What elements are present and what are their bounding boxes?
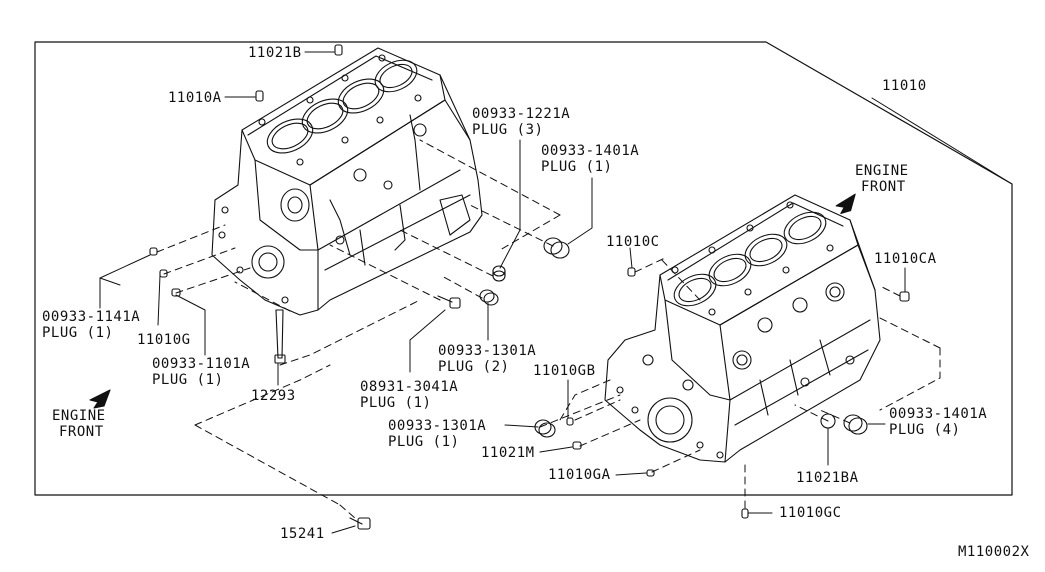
part-description: PLUG (1)	[360, 395, 432, 411]
engine-front-line2: FRONT	[59, 424, 104, 440]
engine-front-line1: ENGINE	[52, 408, 106, 424]
label-00933-1141a: 00933-1141A PLUG (1)	[42, 309, 140, 341]
part-number: 11010G	[137, 332, 191, 348]
engine-front-arrow-left	[89, 389, 111, 409]
frame-outline	[34, 41, 1013, 496]
label-12293: 12293	[251, 388, 296, 404]
part-description: PLUG (1)	[541, 159, 613, 175]
label-11021m: 11021M	[481, 445, 535, 461]
part-number: 11021M	[481, 445, 535, 461]
part-number: 00933-1101A	[152, 356, 251, 372]
part-number: 11010GC	[779, 505, 842, 521]
diagram-code: M110002X	[958, 544, 1029, 560]
leader-lines	[99, 51, 1013, 534]
label-11010: 11010	[882, 78, 927, 94]
part-number: 11010CA	[874, 251, 937, 267]
part-description: PLUG (4)	[889, 422, 961, 438]
label-11021ba: 11021BA	[796, 470, 859, 486]
label-00933-1401a-top: 00933-1401A PLUG (1)	[541, 143, 639, 175]
part-number: 08931-3041A	[360, 379, 459, 395]
label-08931-3041a: 08931-3041A PLUG (1)	[360, 379, 458, 411]
engine-front-arrow-right	[835, 193, 856, 215]
diagram-code-text: M110002X	[958, 544, 1030, 560]
engine-front-label-right: ENGINE FRONT	[855, 163, 909, 195]
part-number: 00933-1141A	[42, 309, 141, 325]
part-number: 11010	[882, 78, 927, 94]
part-number: 11010C	[606, 234, 660, 250]
label-00933-1401a-right: 00933-1401A PLUG (4)	[889, 406, 987, 438]
label-00933-1301a-low: 00933-1301A PLUG (1)	[388, 418, 486, 450]
part-number: 15241	[280, 526, 325, 542]
part-description: PLUG (1)	[388, 434, 460, 450]
part-number: 00933-1401A	[889, 406, 988, 422]
engine-front-line1: ENGINE	[855, 163, 909, 179]
part-number: 00933-1401A	[541, 143, 640, 159]
part-number: 00933-1221A	[472, 106, 571, 122]
part-number: 11010A	[168, 90, 222, 106]
label-11010a: 11010A	[168, 90, 222, 106]
label-00933-1301a-mid: 00933-1301A PLUG (2)	[438, 343, 536, 375]
part-number: 11021B	[248, 45, 302, 61]
label-00933-1101a: 00933-1101A PLUG (1)	[152, 356, 250, 388]
part-number: 11021BA	[796, 470, 859, 486]
engine-block-left	[211, 47, 483, 316]
label-11010gc: 11010GC	[779, 505, 842, 521]
label-11021b: 11021B	[248, 45, 302, 61]
label-11010gb: 11010GB	[533, 363, 596, 379]
part-number: 00933-1301A	[438, 343, 537, 359]
small-parts	[149, 44, 910, 530]
part-number: 11010GA	[548, 467, 611, 483]
dashed-lines	[156, 139, 941, 519]
label-11010c: 11010C	[606, 234, 660, 250]
part-description: PLUG (3)	[472, 122, 544, 138]
label-11010g: 11010G	[137, 332, 191, 348]
part-description: PLUG (2)	[438, 359, 510, 375]
engine-front-label-left: ENGINE FRONT	[52, 408, 106, 440]
part-number: 00933-1301A	[388, 418, 487, 434]
part-description: PLUG (1)	[152, 372, 224, 388]
label-00933-1221a: 00933-1221A PLUG (3)	[472, 106, 570, 138]
label-11010ca: 11010CA	[874, 251, 937, 267]
part-number: 12293	[251, 388, 296, 404]
part-description: PLUG (1)	[42, 325, 114, 341]
part-number: 11010GB	[533, 363, 596, 379]
label-15241: 15241	[280, 526, 325, 542]
engine-block-right	[604, 194, 881, 463]
label-11010ga: 11010GA	[548, 467, 611, 483]
engine-front-line2: FRONT	[861, 179, 906, 195]
